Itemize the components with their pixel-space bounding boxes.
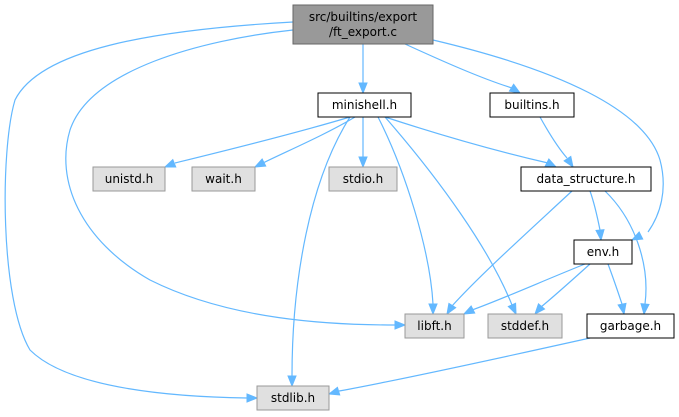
edge-line: [291, 116, 351, 377]
edge-minishell-to-stdio: [358, 117, 368, 169]
node-root-label-line1: src/builtins/export: [309, 10, 418, 24]
edge-arrowhead: [446, 302, 457, 316]
node-stddef-box: [487, 313, 563, 339]
edge-root-to-minishell: [358, 44, 368, 95]
edge-minishell-to-data_structure: [384, 116, 558, 168]
edge-root-to-libft: [65, 29, 407, 330]
edge-minishell-to-wait: [253, 116, 356, 168]
edge-root-to-env: [432, 39, 664, 241]
node-garbage-box: [586, 313, 675, 339]
edge-line: [174, 116, 351, 164]
edge-arrowhead: [544, 158, 558, 168]
edge-line: [451, 190, 573, 307]
edge-line: [604, 190, 647, 305]
edge-data_structure-to-garbage: [604, 190, 650, 316]
edge-minishell-to-unistd: [163, 116, 351, 168]
node-stddef-label: stddef.h: [501, 319, 549, 333]
edge-line: [607, 263, 623, 305]
node-stdlib-label: stdlib.h: [271, 391, 315, 405]
node-stdlib-h[interactable]: stdlib.h: [256, 385, 330, 411]
edge-line: [338, 337, 591, 392]
node-stdio-h[interactable]: stdio.h: [328, 166, 398, 192]
node-data-structure-label: data_structure.h: [537, 172, 636, 186]
node-garbage-h[interactable]: garbage.h: [586, 313, 675, 339]
edge-line: [589, 190, 601, 231]
edge-line: [539, 116, 568, 159]
edge-env-to-stddef: [534, 263, 591, 316]
node-libft-box: [404, 313, 465, 339]
edge-data_structure-to-env: [589, 190, 605, 242]
node-unistd-box: [92, 166, 166, 192]
edge-root-to-builtins: [404, 43, 522, 94]
node-stdlib-box: [256, 385, 330, 411]
edge-arrowhead: [507, 302, 517, 316]
edge-arrowhead: [617, 302, 627, 316]
edge-arrowhead: [508, 83, 522, 94]
edge-arrowhead: [287, 375, 297, 388]
edge-line: [4, 21, 294, 399]
node-root-ft-export-c[interactable]: src/builtins/export /ft_export.c: [292, 4, 434, 45]
edge-arrowhead: [428, 303, 438, 316]
edge-line: [432, 39, 664, 233]
edge-arrowhead: [394, 320, 407, 330]
edge-arrowhead: [327, 386, 341, 396]
node-builtins-h[interactable]: builtins.h: [489, 92, 575, 118]
node-unistd-h[interactable]: unistd.h: [92, 166, 166, 192]
edge-arrowhead: [358, 82, 368, 95]
edge-line: [384, 116, 513, 306]
edge-line: [471, 263, 586, 311]
node-wait-label: wait.h: [205, 172, 242, 186]
node-libft-h[interactable]: libft.h: [404, 313, 465, 339]
edge-builtins-to-data_structure: [539, 116, 574, 169]
edge-line: [65, 29, 396, 326]
edge-arrowhead: [640, 303, 650, 316]
node-stdio-label: stdio.h: [343, 172, 383, 186]
edge-arrowhead: [163, 158, 177, 168]
edge-env-to-garbage: [607, 263, 627, 316]
node-minishell-h[interactable]: minishell.h: [317, 92, 412, 118]
edge-arrowhead: [246, 393, 259, 403]
edge-layer: [4, 21, 664, 403]
node-env-box: [573, 239, 633, 265]
node-root-box: [292, 4, 434, 45]
edge-minishell-to-stdlib: [287, 116, 351, 388]
edge-env-to-libft: [462, 263, 586, 315]
node-layer: src/builtins/export /ft_export.c minishe…: [92, 4, 675, 411]
edge-arrowhead: [253, 158, 267, 168]
edge-data_structure-to-libft: [446, 190, 573, 316]
node-unistd-label: unistd.h: [105, 172, 154, 186]
edge-line: [262, 116, 356, 164]
node-wait-box: [191, 166, 256, 192]
node-env-label: env.h: [587, 245, 620, 259]
edge-arrowhead: [595, 229, 605, 242]
node-libft-label: libft.h: [417, 319, 451, 333]
edge-root-to-stdlib: [4, 21, 294, 403]
node-wait-h[interactable]: wait.h: [191, 166, 256, 192]
node-data-structure-h[interactable]: data_structure.h: [520, 166, 652, 192]
edge-arrowhead: [534, 302, 546, 316]
edge-arrowhead: [563, 155, 574, 169]
edge-garbage-to-stdlib: [327, 337, 591, 396]
edge-line: [377, 116, 434, 305]
edge-line: [384, 116, 549, 164]
node-minishell-box: [317, 92, 412, 118]
node-root-label-line2: /ft_export.c: [329, 25, 397, 39]
node-stddef-h[interactable]: stddef.h: [487, 313, 563, 339]
node-minishell-label: minishell.h: [332, 98, 397, 112]
edge-line: [540, 263, 591, 308]
node-data-structure-box: [520, 166, 652, 192]
edge-minishell-to-stddef: [384, 116, 517, 316]
node-builtins-label: builtins.h: [504, 98, 559, 112]
node-stdio-box: [328, 166, 398, 192]
node-env-h[interactable]: env.h: [573, 239, 633, 265]
edge-arrowhead: [462, 305, 476, 315]
edge-line: [404, 43, 513, 89]
node-builtins-box: [489, 92, 575, 118]
edge-arrowhead: [358, 156, 368, 169]
node-garbage-label: garbage.h: [600, 319, 661, 333]
edge-minishell-to-libft: [377, 116, 438, 316]
